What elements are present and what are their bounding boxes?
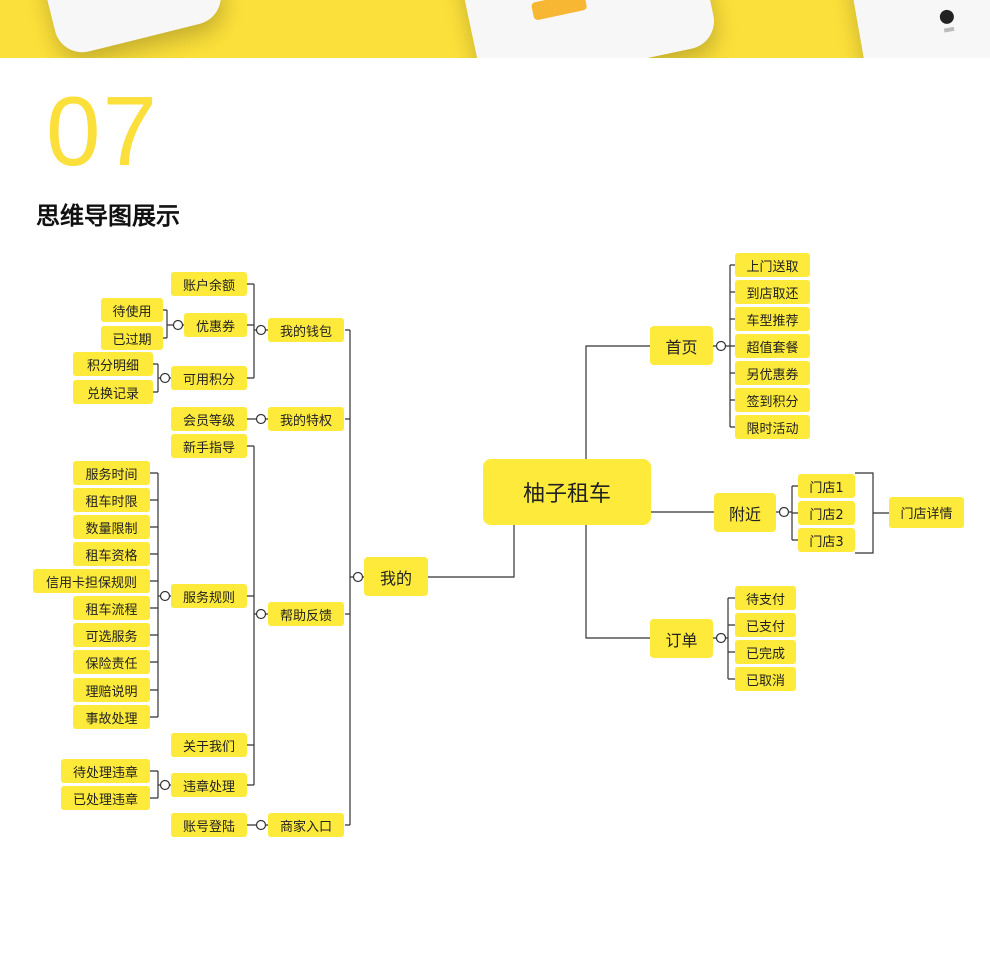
connector-home	[713, 264, 735, 428]
node-points-item[interactable]: 兑换记录	[73, 380, 153, 404]
connector-violation	[150, 770, 171, 799]
node-store-detail[interactable]: 门店详情	[889, 497, 964, 528]
connector-root-home	[585, 345, 650, 460]
node-store[interactable]: 门店2	[798, 501, 855, 525]
node-violation[interactable]: 违章处理	[171, 773, 247, 797]
node-home-item[interactable]: 车型推荐	[735, 307, 810, 331]
node-account-balance[interactable]: 账户余额	[171, 272, 247, 296]
collapse-toggle-points	[159, 372, 171, 384]
node-rule-item[interactable]: 可选服务	[73, 623, 150, 647]
node-service-rules[interactable]: 服务规则	[171, 584, 247, 608]
node-mine[interactable]: 我的	[364, 557, 428, 596]
connector-store-detail	[855, 472, 889, 554]
node-member-level[interactable]: 会员等级	[171, 407, 247, 431]
node-home-item[interactable]: 上门送取	[735, 253, 810, 277]
connector-help	[247, 445, 268, 786]
node-home-item[interactable]: 到店取还	[735, 280, 810, 304]
collapse-toggle-privilege	[255, 413, 267, 425]
node-order-status[interactable]: 已支付	[735, 613, 796, 637]
node-rule-item[interactable]: 数量限制	[73, 515, 150, 539]
node-order[interactable]: 订单	[650, 619, 713, 658]
connector-points	[153, 363, 171, 393]
node-guide[interactable]: 新手指导	[171, 434, 247, 458]
connector-rules	[150, 472, 171, 718]
mindmap-root-node[interactable]: 柚子租车	[483, 459, 651, 525]
collapse-toggle-order	[715, 632, 727, 644]
node-violation-item[interactable]: 待处理违章	[61, 759, 150, 783]
collapse-toggle-help	[255, 608, 267, 620]
node-violation-item[interactable]: 已处理违章	[61, 786, 150, 810]
connector-wallet	[247, 283, 268, 379]
node-store[interactable]: 门店3	[798, 528, 855, 552]
node-order-status[interactable]: 已取消	[735, 667, 796, 691]
node-points-item[interactable]: 积分明细	[73, 352, 153, 376]
connector-nearby	[776, 485, 798, 541]
node-store[interactable]: 门店1	[798, 474, 855, 498]
node-rule-item[interactable]: 服务时间	[73, 461, 150, 485]
node-home-item[interactable]: 另优惠券	[735, 361, 810, 385]
node-rule-item[interactable]: 保险责任	[73, 650, 150, 674]
top-banner	[0, 0, 990, 58]
node-merchant[interactable]: 商家入口	[268, 813, 344, 837]
node-points[interactable]: 可用积分	[171, 366, 247, 390]
node-home-item[interactable]: 超值套餐	[735, 334, 810, 358]
node-rule-item[interactable]: 租车时限	[73, 488, 150, 512]
collapse-toggle-coupon	[172, 319, 184, 331]
collapse-toggle-rules	[159, 590, 171, 602]
node-order-status[interactable]: 待支付	[735, 586, 796, 610]
collapse-toggle-merchant	[255, 819, 267, 831]
connector-coupon	[163, 309, 184, 339]
node-wallet[interactable]: 我的钱包	[268, 318, 344, 342]
collapse-toggle-mine	[352, 571, 364, 583]
node-coupon-item[interactable]: 待使用	[101, 298, 163, 322]
collapse-toggle-home	[715, 340, 727, 352]
node-rule-item[interactable]: 租车流程	[73, 596, 150, 620]
connector-root-order	[585, 525, 650, 639]
node-order-status[interactable]: 已完成	[735, 640, 796, 664]
section-title: 思维导图展示	[36, 202, 180, 230]
collapse-toggle-violation	[159, 779, 171, 791]
connector-mine	[345, 329, 364, 826]
collapse-toggle-nearby	[778, 506, 790, 518]
collapse-toggle-wallet	[255, 324, 267, 336]
node-rule-item[interactable]: 租车资格	[73, 542, 150, 566]
section-number: 07	[46, 76, 160, 186]
node-rule-item[interactable]: 信用卡担保规则	[33, 569, 150, 593]
node-privilege[interactable]: 我的特权	[268, 407, 344, 431]
node-account-login[interactable]: 账号登陆	[171, 813, 247, 837]
node-home-item[interactable]: 限时活动	[735, 415, 810, 439]
node-rule-item[interactable]: 理赔说明	[73, 678, 150, 702]
node-about-us[interactable]: 关于我们	[171, 733, 247, 757]
node-rule-item[interactable]: 事故处理	[73, 705, 150, 729]
node-help[interactable]: 帮助反馈	[268, 602, 344, 626]
connector-order	[713, 597, 735, 680]
node-home[interactable]: 首页	[650, 326, 713, 365]
node-nearby[interactable]: 附近	[714, 493, 776, 532]
connector-root-mine	[428, 525, 515, 578]
node-home-item[interactable]: 签到积分	[735, 388, 810, 412]
node-coupon-item[interactable]: 已过期	[101, 326, 163, 350]
node-coupon[interactable]: 优惠券	[184, 313, 247, 337]
